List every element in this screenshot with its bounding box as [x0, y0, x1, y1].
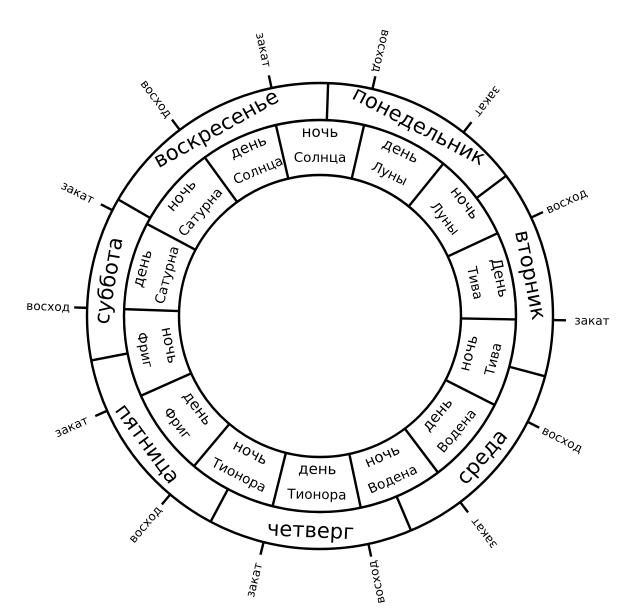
mark-tick	[259, 541, 265, 555]
mark-label: закат	[253, 31, 274, 68]
period-label: ночь	[302, 123, 339, 141]
mark-label: восход	[544, 185, 590, 216]
day-separator	[325, 83, 330, 121]
day-separator	[395, 495, 413, 531]
period-separator	[348, 453, 362, 508]
outer-ring	[85, 81, 555, 551]
mark-tick	[100, 203, 113, 212]
day-separator	[91, 352, 128, 362]
mark-tick	[267, 75, 273, 89]
period-separator	[460, 317, 516, 321]
mark-label: восход	[540, 423, 585, 455]
mark-tick	[459, 501, 470, 514]
period-deity: Фриг	[133, 331, 156, 369]
mark-tick	[367, 543, 373, 557]
mark-tick	[94, 409, 108, 418]
period-label: день	[298, 460, 337, 479]
day-label: суббота	[89, 235, 127, 326]
period-separator	[445, 378, 496, 407]
mark-label: закат	[574, 313, 610, 328]
period-separator	[203, 156, 239, 203]
period-separator	[403, 427, 439, 474]
period-label: день	[380, 134, 422, 167]
mark-label: восход	[26, 299, 70, 315]
middle-ring	[122, 118, 518, 514]
mark-label: закат	[59, 178, 97, 207]
mark-label: восход	[365, 559, 388, 605]
period-label: ночь	[157, 325, 182, 364]
period-separator	[271, 452, 288, 507]
period-separator	[350, 124, 366, 179]
period-deity: Луны	[369, 159, 410, 190]
mark-label: закат	[243, 561, 265, 599]
period-deity: Сатурна	[152, 244, 183, 305]
mark-label: закат	[467, 515, 499, 552]
mark-tick	[530, 210, 544, 219]
separators	[91, 83, 546, 531]
mark-tick	[160, 493, 172, 506]
day-separator	[209, 488, 230, 523]
wheel-rings	[85, 81, 555, 551]
period-deity: Тива	[482, 341, 506, 378]
mark-label: восход	[369, 28, 392, 74]
period-separator	[274, 124, 290, 179]
period-separator	[140, 372, 192, 397]
period-label: ночь	[362, 440, 403, 471]
mark-tick	[527, 420, 540, 429]
mark-tick	[462, 121, 473, 134]
mark-label: закат	[53, 413, 91, 440]
period-label: день	[227, 131, 269, 163]
period-separator	[447, 232, 499, 258]
period-deity: Тионора	[286, 486, 346, 503]
mark-label: закат	[471, 83, 504, 119]
mark-tick	[371, 76, 377, 90]
period-deity: Тива	[463, 264, 486, 301]
day-separator	[475, 174, 507, 200]
mark-tick	[170, 118, 181, 131]
inner-ring	[177, 173, 463, 459]
day-label: четверг	[267, 516, 355, 544]
period-deity: Солнца	[294, 150, 347, 166]
period-separator	[124, 307, 180, 313]
mark-label: восход	[126, 503, 165, 546]
period-separator	[407, 162, 445, 208]
period-label: день	[129, 248, 156, 290]
day-separator	[117, 198, 151, 220]
period-separator	[146, 222, 197, 251]
mark-label: восход	[138, 77, 176, 120]
period-separator	[193, 423, 231, 467]
period-label: ночь	[230, 436, 271, 469]
day-separator	[509, 365, 546, 378]
